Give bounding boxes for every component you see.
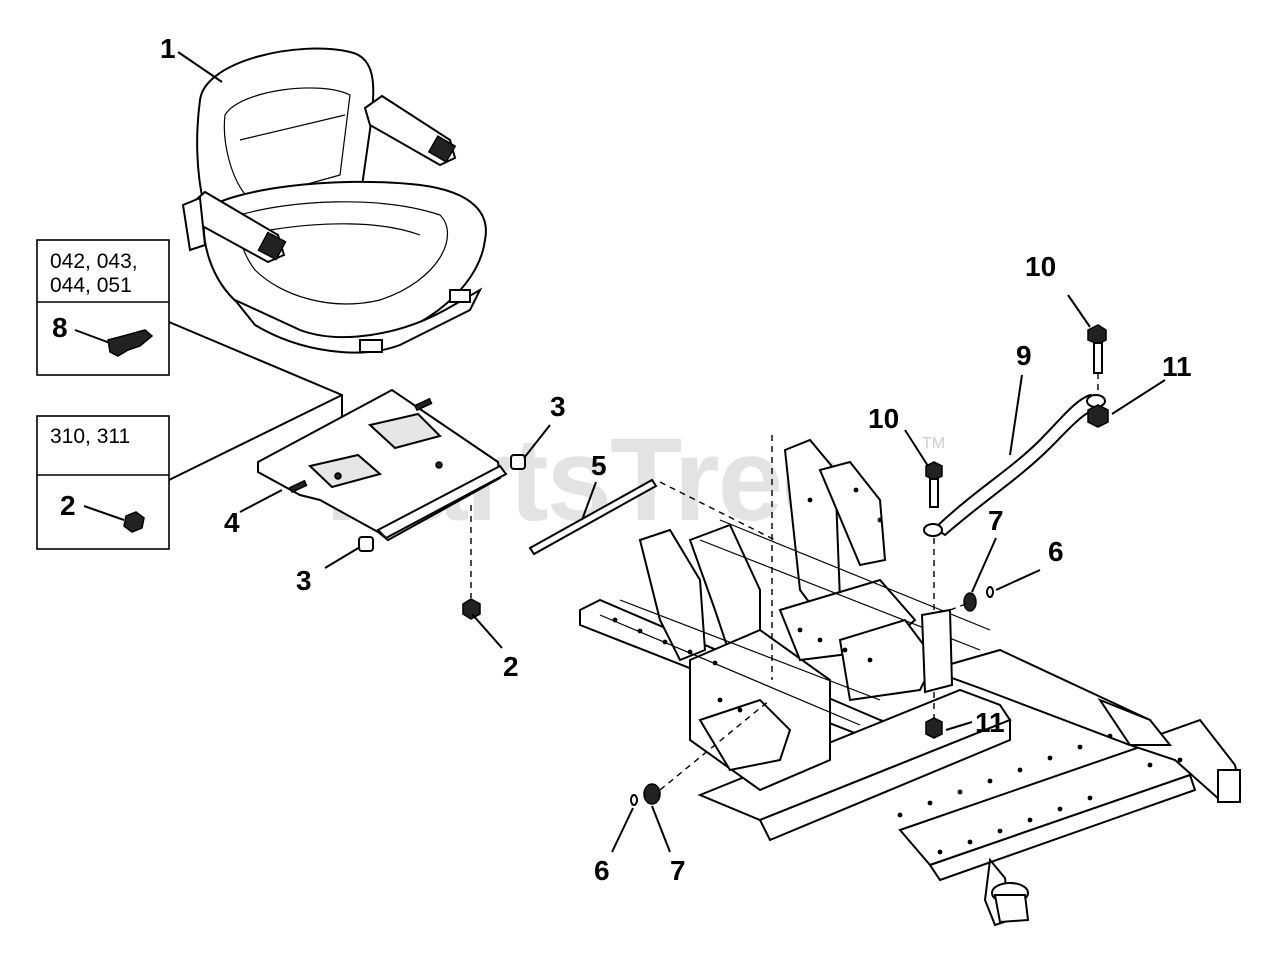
leader-1 <box>177 51 223 83</box>
leader-3b <box>324 546 361 569</box>
callout-5[interactable]: 5 <box>591 450 607 481</box>
leader-9 <box>1009 374 1023 456</box>
callout-9[interactable]: 9 <box>1016 340 1032 371</box>
leader-6b <box>611 807 634 853</box>
seat-plate-part[interactable] <box>257 388 508 542</box>
leader-3a <box>523 424 551 459</box>
leader-7b <box>651 805 671 853</box>
dash-7b <box>659 699 771 791</box>
leader-10b <box>904 429 929 467</box>
model-box-b: 310, 311 2 <box>36 415 170 550</box>
leader-11a <box>1111 379 1166 415</box>
rod-part-5[interactable] <box>528 478 658 556</box>
callout-7b[interactable]: 7 <box>670 855 686 886</box>
callout-3a[interactable]: 3 <box>550 391 566 422</box>
bushing-lower[interactable] <box>358 536 374 552</box>
callout-7a[interactable]: 7 <box>988 505 1004 536</box>
callout-10b[interactable]: 10 <box>868 403 899 434</box>
leader-box-b <box>168 394 343 481</box>
dash-7a <box>949 603 967 611</box>
box-b-callout[interactable]: 2 <box>60 490 76 521</box>
box-a-models-line2: 044, 051 <box>50 274 132 297</box>
clip-part-6-right[interactable] <box>986 586 994 598</box>
callout-1[interactable]: 1 <box>160 33 176 64</box>
bolt-part-10-lower[interactable] <box>925 461 943 508</box>
leader-6a <box>995 569 1041 591</box>
bolt-part-10-upper[interactable] <box>1087 324 1107 374</box>
washer-part-7-left[interactable] <box>643 783 661 805</box>
nut-part-11-upper[interactable] <box>1087 404 1109 428</box>
leader-4 <box>239 489 283 513</box>
model-box-a: 042, 043, 044, 051 8 <box>36 239 170 376</box>
box-a-callout[interactable]: 8 <box>52 312 68 343</box>
leader-10a <box>1067 294 1091 328</box>
callout-11b[interactable]: 11 <box>975 707 1005 738</box>
clip-icon <box>107 329 154 357</box>
clip-part-6-left[interactable] <box>630 794 638 806</box>
mower-frame <box>579 438 1242 927</box>
bushing-upper[interactable] <box>510 454 526 470</box>
bracket-right <box>920 608 954 694</box>
leader-5 <box>581 481 597 521</box>
washer-cable-end <box>923 523 943 537</box>
nut-part-11-lower[interactable] <box>925 717 943 739</box>
leader-2 <box>471 613 503 649</box>
callout-2[interactable]: 2 <box>503 651 519 682</box>
washer-part-7-right[interactable] <box>963 592 977 612</box>
callout-4[interactable]: 4 <box>224 507 240 538</box>
box-b-models-line1: 310, 311 <box>50 425 130 448</box>
leader-7a <box>971 537 997 593</box>
nut-part-2[interactable] <box>462 598 481 620</box>
box-a-models-line1: 042, 043, <box>50 250 138 273</box>
leader-11b <box>945 721 973 731</box>
nut-icon <box>123 511 145 533</box>
callout-6b[interactable]: 6 <box>594 855 610 886</box>
callout-3b[interactable]: 3 <box>296 565 312 596</box>
watermark-tm: TM <box>922 435 945 452</box>
seat-part[interactable] <box>181 47 487 354</box>
callout-11a[interactable]: 11 <box>1162 351 1192 382</box>
callout-10a[interactable]: 10 <box>1025 251 1056 282</box>
cable-part-9[interactable] <box>933 393 1104 537</box>
callout-6a[interactable]: 6 <box>1048 536 1064 567</box>
